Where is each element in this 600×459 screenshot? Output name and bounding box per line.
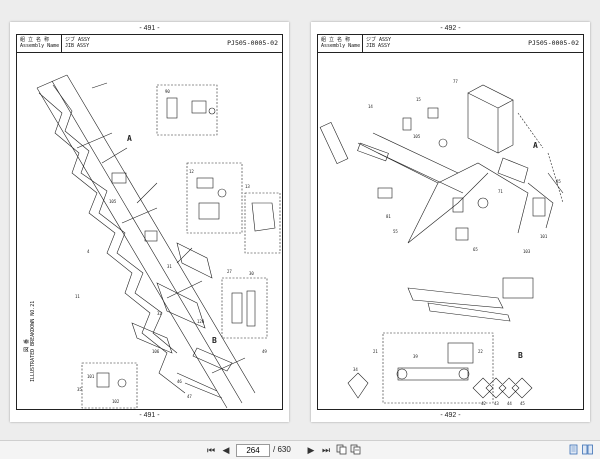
viewer-toolbar: ⏮ ◀ / 630 ▶ ⏭ <box>0 440 600 459</box>
svg-text:47: 47 <box>187 394 192 399</box>
svg-text:A: A <box>127 134 132 143</box>
assembly-name-en: JIB ASSY <box>366 43 391 49</box>
page-number-top: - 492 - <box>440 25 461 32</box>
svg-text:77: 77 <box>453 79 458 84</box>
drawing-code: PJ505-0005-02 <box>227 39 278 47</box>
svg-text:42: 42 <box>481 401 486 406</box>
title-block: 組 立 名 称 Assembly Name ジブ ASSY JIB ASSY P… <box>17 35 282 53</box>
svg-text:43: 43 <box>494 401 499 406</box>
svg-text:49: 49 <box>262 349 267 354</box>
svg-text:B: B <box>212 336 217 345</box>
svg-text:101: 101 <box>87 374 95 379</box>
svg-text:102: 102 <box>112 399 120 404</box>
two-page-view-icon[interactable] <box>582 444 593 455</box>
title-label-jp: 組 立 名 称 <box>20 37 50 43</box>
svg-text:30: 30 <box>249 271 254 276</box>
assembly-name-jp: ジブ ASSY <box>366 37 392 43</box>
svg-text:105: 105 <box>109 199 117 204</box>
drawing-frame: 組 立 名 称 Assembly Name ジブ ASSY JIB ASSY P… <box>16 34 283 410</box>
parts-diagram-right: A B 14 15 21 22 34 39 42 43 44 45 55 65 … <box>318 53 583 409</box>
copy-page-icon[interactable] <box>336 444 347 455</box>
svg-text:103: 103 <box>523 249 531 254</box>
svg-text:55: 55 <box>393 229 398 234</box>
title-label-en: Assembly Name <box>321 43 361 49</box>
svg-text:34: 34 <box>353 367 358 372</box>
svg-text:A: A <box>533 141 538 150</box>
title-label-en: Assembly Name <box>20 43 60 49</box>
single-page-view-icon[interactable] <box>568 444 579 455</box>
svg-text:85: 85 <box>556 179 561 184</box>
page-number-input[interactable] <box>236 444 270 457</box>
svg-text:71: 71 <box>498 189 503 194</box>
svg-text:21: 21 <box>373 349 378 354</box>
drawing-frame: 組 立 名 称 Assembly Name ジブ ASSY JIB ASSY P… <box>317 34 584 410</box>
svg-text:106: 106 <box>152 349 160 354</box>
previous-page-button[interactable]: ◀ <box>222 445 230 455</box>
svg-text:44: 44 <box>507 401 512 406</box>
jib-lattice-diagram: A B 90 12 13 105 27 30 31 32 4 11 101 10… <box>36 74 281 409</box>
svg-text:27: 27 <box>227 269 232 274</box>
svg-text:B: B <box>518 351 523 360</box>
svg-text:105: 105 <box>413 134 421 139</box>
svg-text:11: 11 <box>75 294 80 299</box>
side-label-en: ILLUSTRATED BREAKDOWN NO.21 <box>30 300 36 382</box>
page-number-bottom: - 491 - <box>139 412 160 419</box>
svg-text:32: 32 <box>157 311 162 316</box>
svg-text:13: 13 <box>245 184 250 189</box>
svg-text:120: 120 <box>197 319 205 324</box>
svg-text:45: 45 <box>520 401 525 406</box>
svg-text:14: 14 <box>368 104 373 109</box>
svg-text:4: 4 <box>87 249 90 254</box>
total-pages: / 630 <box>273 445 291 454</box>
parts-diagram-left: A B 90 12 13 105 27 30 31 32 4 11 101 10… <box>17 53 282 409</box>
side-label-jp: 図 番 <box>24 338 30 352</box>
jib-detail-diagram: A B 14 15 21 22 34 39 42 43 44 45 55 65 … <box>319 79 564 406</box>
svg-text:81: 81 <box>386 214 391 219</box>
svg-text:39: 39 <box>413 354 418 359</box>
assembly-name-jp: ジブ ASSY <box>65 37 91 43</box>
assembly-name-en: JIB ASSY <box>65 43 90 49</box>
drawing-code: PJ505-0005-02 <box>528 39 579 47</box>
svg-text:46: 46 <box>177 379 182 384</box>
page-number-bottom: - 492 - <box>440 412 461 419</box>
last-page-button[interactable]: ⏭ <box>321 445 331 455</box>
svg-text:22: 22 <box>478 349 483 354</box>
svg-text:90: 90 <box>165 89 170 94</box>
svg-text:65: 65 <box>473 247 478 252</box>
left-page: - 491 - 組 立 名 称 Assembly Name ジブ ASSY JI… <box>10 22 289 422</box>
right-page: - 492 - 組 立 名 称 Assembly Name ジブ ASSY JI… <box>311 22 590 422</box>
svg-text:12: 12 <box>189 169 194 174</box>
svg-text:35: 35 <box>77 387 82 392</box>
title-block: 組 立 名 称 Assembly Name ジブ ASSY JIB ASSY P… <box>318 35 583 53</box>
fit-page-icon[interactable] <box>350 444 361 455</box>
page-number-top: - 491 - <box>139 25 160 32</box>
title-label-jp: 組 立 名 称 <box>321 37 351 43</box>
svg-text:15: 15 <box>416 97 421 102</box>
svg-text:31: 31 <box>167 264 172 269</box>
first-page-button[interactable]: ⏮ <box>206 445 216 455</box>
svg-text:101: 101 <box>540 234 548 239</box>
next-page-button[interactable]: ▶ <box>307 445 315 455</box>
